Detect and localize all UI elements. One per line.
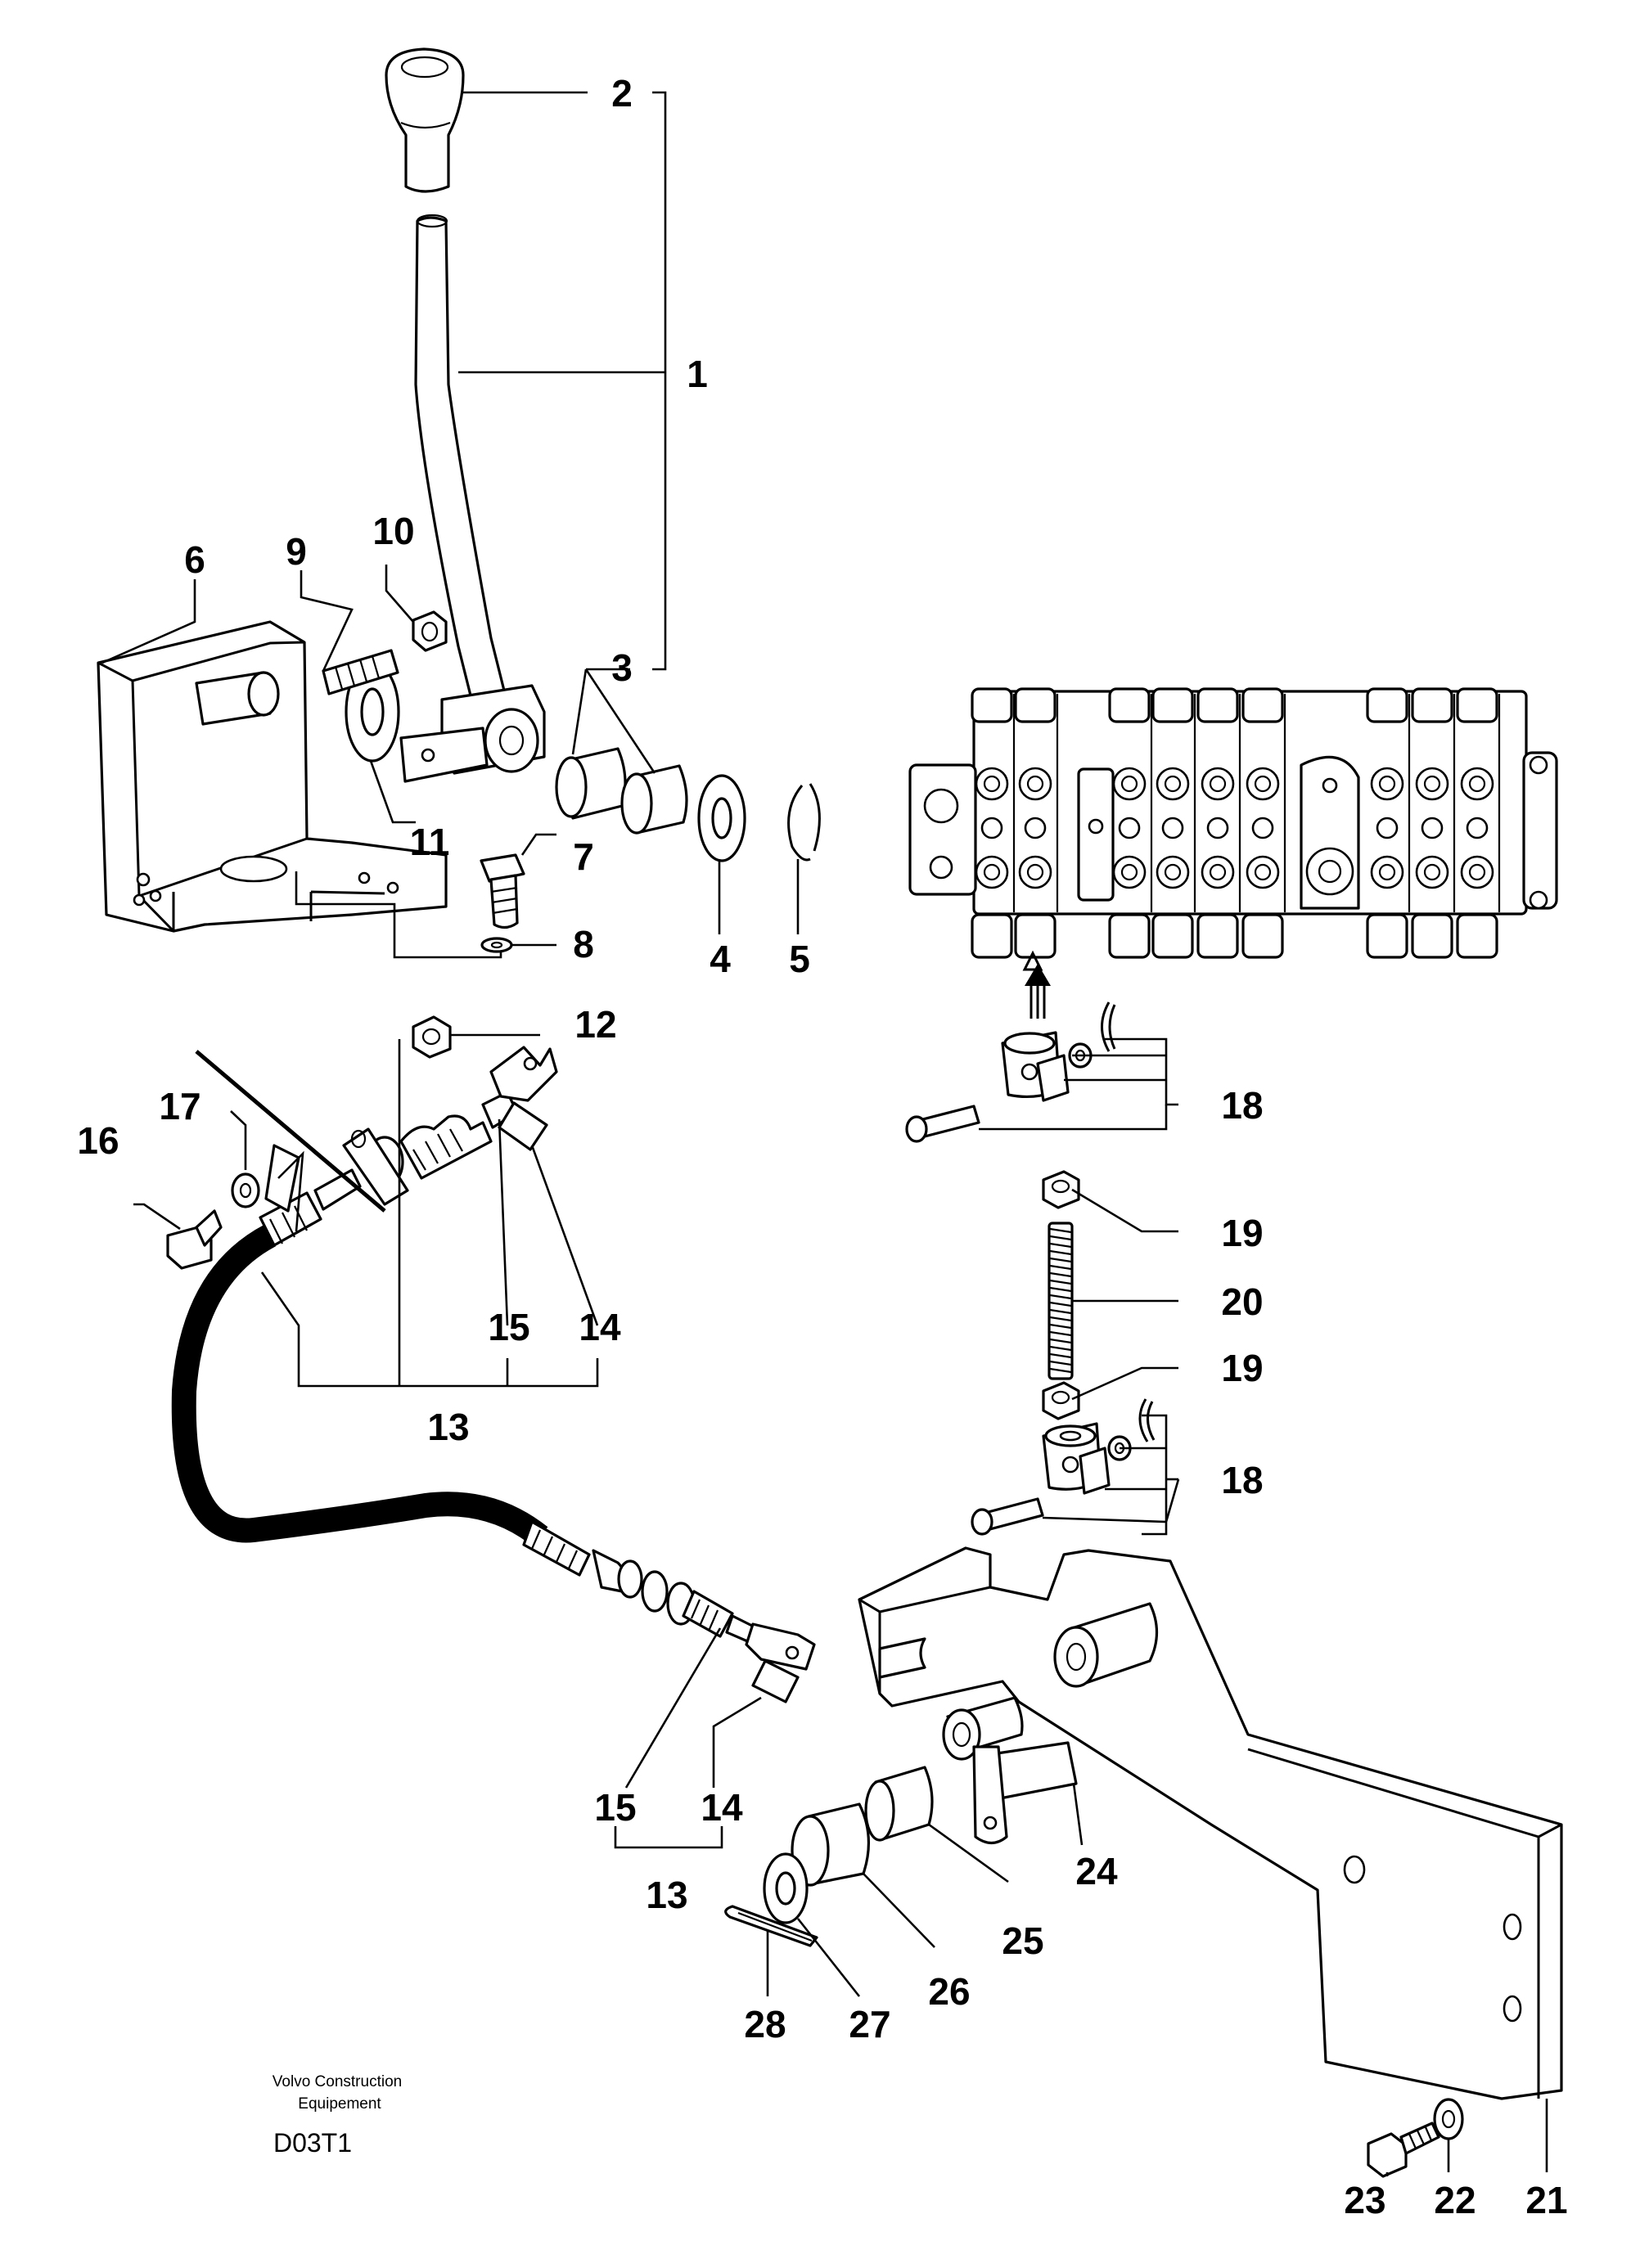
valve-spool-8: [1411, 687, 1456, 959]
valve-spool-6: [1241, 687, 1286, 959]
callout-25: 25: [1002, 1919, 1043, 1962]
washer-22: [1433, 2098, 1464, 2140]
valve-spool-7: [1366, 687, 1411, 959]
callout-19-lower: 19: [1221, 1347, 1263, 1389]
callout-16: 16: [77, 1119, 119, 1162]
washer-17: [231, 1172, 260, 1208]
callout-3: 3: [611, 646, 633, 689]
valve-spool-9: [1456, 687, 1501, 959]
callout-26: 26: [928, 1970, 970, 2013]
callout-15-upper: 15: [488, 1306, 529, 1348]
nut-12: [412, 1015, 452, 1059]
callout-18-lower: 18: [1221, 1459, 1263, 1501]
valve-spool-2: [1014, 687, 1059, 959]
drawing-code: D03T1: [273, 2128, 352, 2158]
callout-27: 27: [849, 2003, 890, 2045]
callout-17: 17: [159, 1085, 200, 1127]
clevis-lower: [971, 1398, 1156, 1536]
cotter-pin: [724, 1905, 818, 1947]
callout-labels: 2 1 10 9 6 3 11 7 8 4 5 12 18 17 16 19 2…: [77, 72, 1567, 2221]
callout-18-upper: 18: [1221, 1084, 1263, 1127]
callout-14-lower: 14: [701, 1786, 743, 1829]
callout-8: 8: [573, 923, 594, 965]
leader-lines: [101, 91, 1548, 2176]
callout-23: 23: [1344, 2179, 1385, 2221]
stud-9: [322, 649, 399, 695]
control-cable: [171, 1046, 816, 1703]
bolt-16: [166, 1209, 223, 1270]
valve-spool-3: [1108, 687, 1153, 959]
nut-19-lower: [1042, 1381, 1080, 1420]
control-lever: [385, 47, 546, 783]
rod-threads: [1049, 1227, 1072, 1374]
lever-arm: [942, 1696, 1078, 1845]
valve-sections: [971, 687, 1501, 959]
callout-4: 4: [710, 938, 731, 980]
washer-8: [480, 937, 513, 953]
nut-19-upper: [1042, 1170, 1080, 1209]
footer: Volvo Construction Equipement D03T1: [273, 2073, 402, 2158]
callout-11: 11: [410, 821, 450, 863]
bushing-25: [864, 1766, 934, 1842]
callout-5: 5: [789, 938, 810, 980]
callout-13-lower: 13: [646, 1874, 687, 1916]
bolt-7: [480, 853, 525, 929]
bushing-pair: [555, 747, 688, 835]
callout-19-upper: 19: [1221, 1212, 1263, 1254]
callout-24: 24: [1075, 1850, 1118, 1892]
callout-21: 21: [1525, 2179, 1567, 2221]
callout-10: 10: [372, 510, 414, 552]
callout-28: 28: [744, 2003, 786, 2045]
bolt-23: [1367, 2122, 1440, 2178]
circlip: [787, 785, 811, 862]
callout-15-lower: 15: [594, 1786, 636, 1829]
callout-1: 1: [687, 353, 708, 395]
valve-spool-4: [1151, 687, 1196, 959]
callout-22: 22: [1434, 2179, 1476, 2221]
callout-14-upper: 14: [579, 1306, 621, 1348]
brand-line-1: Volvo Construction: [273, 2073, 402, 2090]
valve-center-cover: [1300, 755, 1360, 910]
clevis-upper: [905, 950, 1116, 1143]
lever-bracket: [97, 620, 448, 933]
valve-spool-5: [1196, 687, 1241, 959]
brand-line-2: Equipement: [298, 2095, 381, 2113]
nut-10: [412, 610, 448, 652]
control-valve-block: [908, 690, 1558, 916]
mounting-plate: [858, 1546, 1563, 2100]
callout-6: 6: [184, 538, 205, 581]
callout-12: 12: [574, 1003, 616, 1046]
valve-spool-1: [971, 687, 1016, 959]
callout-9: 9: [286, 530, 307, 573]
callout-2: 2: [611, 72, 633, 115]
callout-7: 7: [573, 835, 594, 878]
callout-13-upper: 13: [427, 1406, 469, 1448]
callout-20: 20: [1221, 1280, 1263, 1323]
